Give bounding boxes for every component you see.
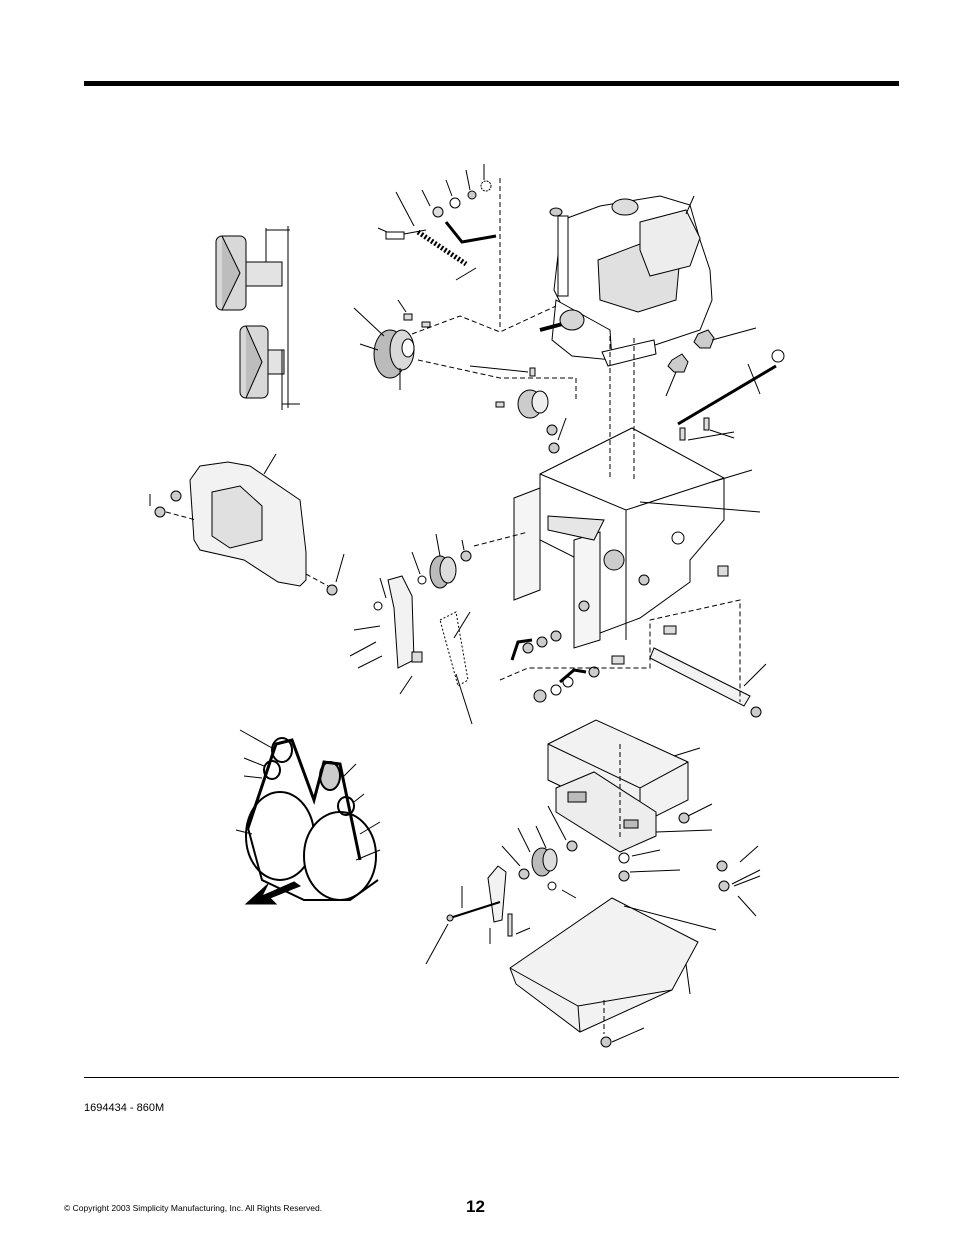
idler-pulley-icon: [470, 366, 566, 453]
cover-plate-icon: [510, 898, 716, 1047]
belt-cover-icon: [150, 454, 344, 595]
frame-icon: [514, 336, 760, 648]
lower-pulley-icon: [426, 806, 760, 964]
bracket-pulley-icon: [350, 532, 528, 724]
page-number: 12: [466, 1197, 485, 1216]
engine-icon: [540, 196, 712, 366]
part-number: 1694434 - 860M: [84, 1102, 165, 1114]
header-rule: [84, 81, 899, 86]
lower-plate-icon: [548, 720, 712, 852]
belt-routing-diagram-icon: [236, 730, 380, 900]
drive-pulley-icon: [354, 300, 576, 400]
pulley-detail-icon: [216, 226, 300, 410]
direction-arrow-icon: [246, 882, 300, 904]
copyright-notice: © Copyright 2003 Simplicity Manufacturin…: [64, 1203, 323, 1213]
top-hardware-icon: [378, 164, 500, 330]
footer-rule: [84, 1077, 899, 1078]
small-hardware-icon: [500, 566, 766, 717]
rod-and-nuts-icon: [666, 328, 784, 440]
